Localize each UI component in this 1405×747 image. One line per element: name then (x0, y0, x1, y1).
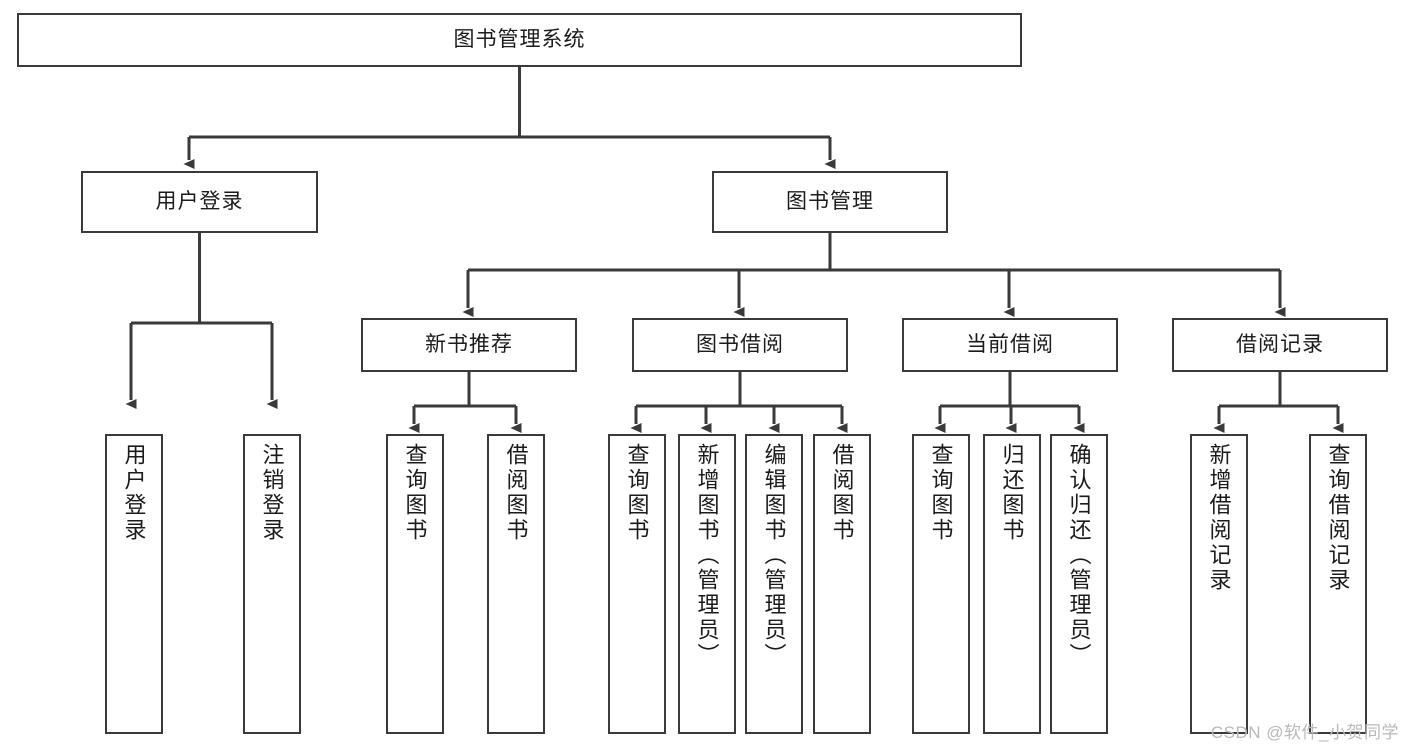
node-leaf-query-borrow-record[interactable]: 查询借阅记录 (1309, 434, 1367, 734)
node-leaf-query-book-current[interactable]: 查询图书 (912, 434, 970, 734)
node-leaf-return-book-label: 归还图书 (999, 443, 1025, 543)
node-leaf-user-login-label: 用户登录 (121, 443, 147, 543)
node-book-management[interactable]: 图书管理 (712, 171, 948, 233)
node-current-borrow[interactable]: 当前借阅 (902, 318, 1118, 372)
node-leaf-edit-book-admin[interactable]: 编辑图书（管理员） (745, 434, 803, 734)
node-leaf-query-book-current-label: 查询图书 (928, 443, 954, 543)
node-leaf-logout[interactable]: 注销登录 (243, 434, 301, 734)
node-root-label: 图书管理系统 (453, 27, 586, 51)
node-leaf-return-book[interactable]: 归还图书 (983, 434, 1041, 734)
node-leaf-borrow-book-label: 借阅图书 (829, 443, 855, 543)
node-leaf-borrow-book[interactable]: 借阅图书 (813, 434, 871, 734)
node-book-borrow-label: 图书借阅 (696, 332, 784, 356)
node-borrow-record-label: 借阅记录 (1236, 332, 1324, 356)
node-leaf-query-book-rec[interactable]: 查询图书 (386, 434, 444, 734)
node-current-borrow-label: 当前借阅 (966, 332, 1054, 356)
node-user-login-label: 用户登录 (155, 189, 244, 213)
node-leaf-query-book-rec-label: 查询图书 (402, 443, 428, 543)
node-root[interactable]: 图书管理系统 (17, 13, 1022, 67)
node-leaf-confirm-return-admin[interactable]: 确认归还（管理员） (1050, 434, 1108, 734)
node-leaf-add-book-admin-label: 新增图书（管理员） (694, 443, 720, 668)
node-leaf-query-borrow-record-label: 查询借阅记录 (1325, 443, 1351, 593)
node-leaf-add-book-admin[interactable]: 新增图书（管理员） (678, 434, 736, 734)
node-leaf-borrow-book-rec-label: 借阅图书 (503, 443, 529, 543)
watermark: CSDN @软件_小贺同学 (1210, 723, 1399, 742)
node-leaf-edit-book-admin-label: 编辑图书（管理员） (761, 443, 787, 668)
node-leaf-add-borrow-record[interactable]: 新增借阅记录 (1190, 434, 1248, 734)
node-book-borrow[interactable]: 图书借阅 (632, 318, 848, 372)
node-leaf-query-book-borrow-label: 查询图书 (624, 443, 650, 543)
node-user-login[interactable]: 用户登录 (81, 171, 318, 233)
node-leaf-logout-label: 注销登录 (259, 443, 285, 543)
node-leaf-add-borrow-record-label: 新增借阅记录 (1206, 443, 1232, 593)
node-new-book-recommend-label: 新书推荐 (425, 332, 513, 356)
node-new-book-recommend[interactable]: 新书推荐 (361, 318, 577, 372)
node-leaf-confirm-return-admin-label: 确认归还（管理员） (1066, 443, 1092, 668)
node-book-management-label: 图书管理 (786, 189, 874, 213)
node-borrow-record[interactable]: 借阅记录 (1172, 318, 1388, 372)
node-leaf-user-login[interactable]: 用户登录 (105, 434, 163, 734)
node-leaf-borrow-book-rec[interactable]: 借阅图书 (487, 434, 545, 734)
node-leaf-query-book-borrow[interactable]: 查询图书 (608, 434, 666, 734)
